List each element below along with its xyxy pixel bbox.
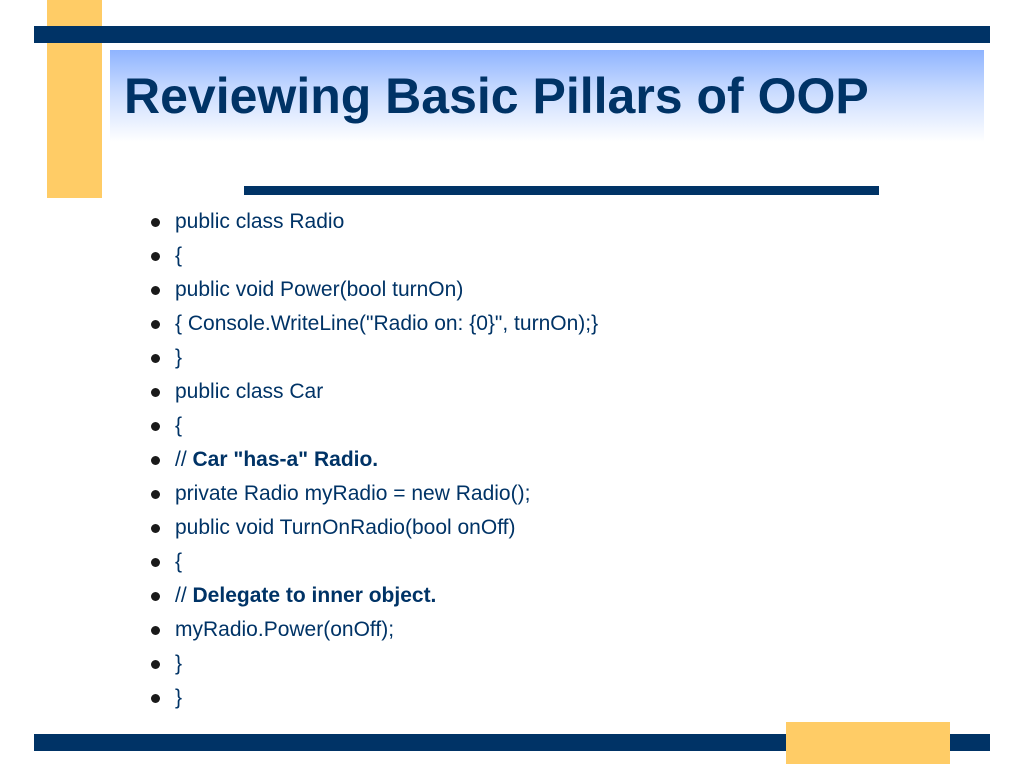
bullet-text: public class Car: [175, 380, 324, 403]
bullet-item: }: [148, 341, 908, 375]
bullet-dot-icon: [151, 660, 160, 669]
bullet-list: public class Radio { public void Power(b…: [148, 205, 908, 715]
bullet-text: }: [175, 686, 183, 709]
bullet-text: }: [175, 652, 183, 675]
bullet-item: // Car "has-a" Radio.: [148, 443, 908, 477]
bullet-item: // Delegate to inner object.: [148, 579, 908, 613]
bullet-item: {: [148, 409, 908, 443]
bullet-item: public void Power(bool turnOn): [148, 273, 908, 307]
bullet-text: private Radio myRadio = new Radio();: [175, 482, 531, 505]
bullet-item: {: [148, 239, 908, 273]
slide-title: Reviewing Basic Pillars of OOP: [124, 68, 869, 124]
bullet-item: }: [148, 647, 908, 681]
bullet-text: {: [175, 550, 183, 573]
bullet-item: }: [148, 681, 908, 715]
bullet-item: public class Radio: [148, 205, 908, 239]
bullet-dot-icon: [151, 286, 160, 295]
bullet-dot-icon: [151, 490, 160, 499]
bullet-text: }: [175, 346, 183, 369]
bullet-text: // Car "has-a" Radio.: [175, 448, 379, 471]
bullet-text: myRadio.Power(onOff);: [175, 618, 395, 641]
bullet-item: myRadio.Power(onOff);: [148, 613, 908, 647]
bullet-dot-icon: [151, 422, 160, 431]
title-background: [110, 50, 984, 142]
bullet-dot-icon: [151, 252, 160, 261]
bullet-dot-icon: [151, 694, 160, 703]
bullet-text: public void Power(bool turnOn): [175, 278, 464, 301]
bullet-dot-icon: [151, 388, 160, 397]
bullet-dot-icon: [151, 626, 160, 635]
bullet-item: {: [148, 545, 908, 579]
bullet-dot-icon: [151, 558, 160, 567]
bullet-item: private Radio myRadio = new Radio();: [148, 477, 908, 511]
decorative-navy-band-top: [34, 26, 990, 43]
bullet-text: public void TurnOnRadio(bool onOff): [175, 516, 516, 539]
decorative-navy-band-bottom: [34, 734, 990, 751]
bullet-item: { Console.WriteLine("Radio on: {0}", tur…: [148, 307, 908, 341]
bullet-item: public void TurnOnRadio(bool onOff): [148, 511, 908, 545]
bullet-dot-icon: [151, 320, 160, 329]
title-underline-rule: [244, 186, 879, 195]
bullet-text: // Delegate to inner object.: [175, 584, 437, 607]
bullet-dot-icon: [151, 592, 160, 601]
bullet-item: public class Car: [148, 375, 908, 409]
bullet-dot-icon: [151, 456, 160, 465]
decorative-gold-bar-bottom: [786, 722, 950, 764]
bullet-text: { Console.WriteLine("Radio on: {0}", tur…: [175, 312, 599, 335]
bullet-dot-icon: [151, 354, 160, 363]
bullet-dot-icon: [151, 524, 160, 533]
bullet-text: {: [175, 414, 183, 437]
bullet-dot-icon: [151, 218, 160, 227]
bullet-text: public class Radio: [175, 210, 345, 233]
bullet-text: {: [175, 244, 183, 267]
